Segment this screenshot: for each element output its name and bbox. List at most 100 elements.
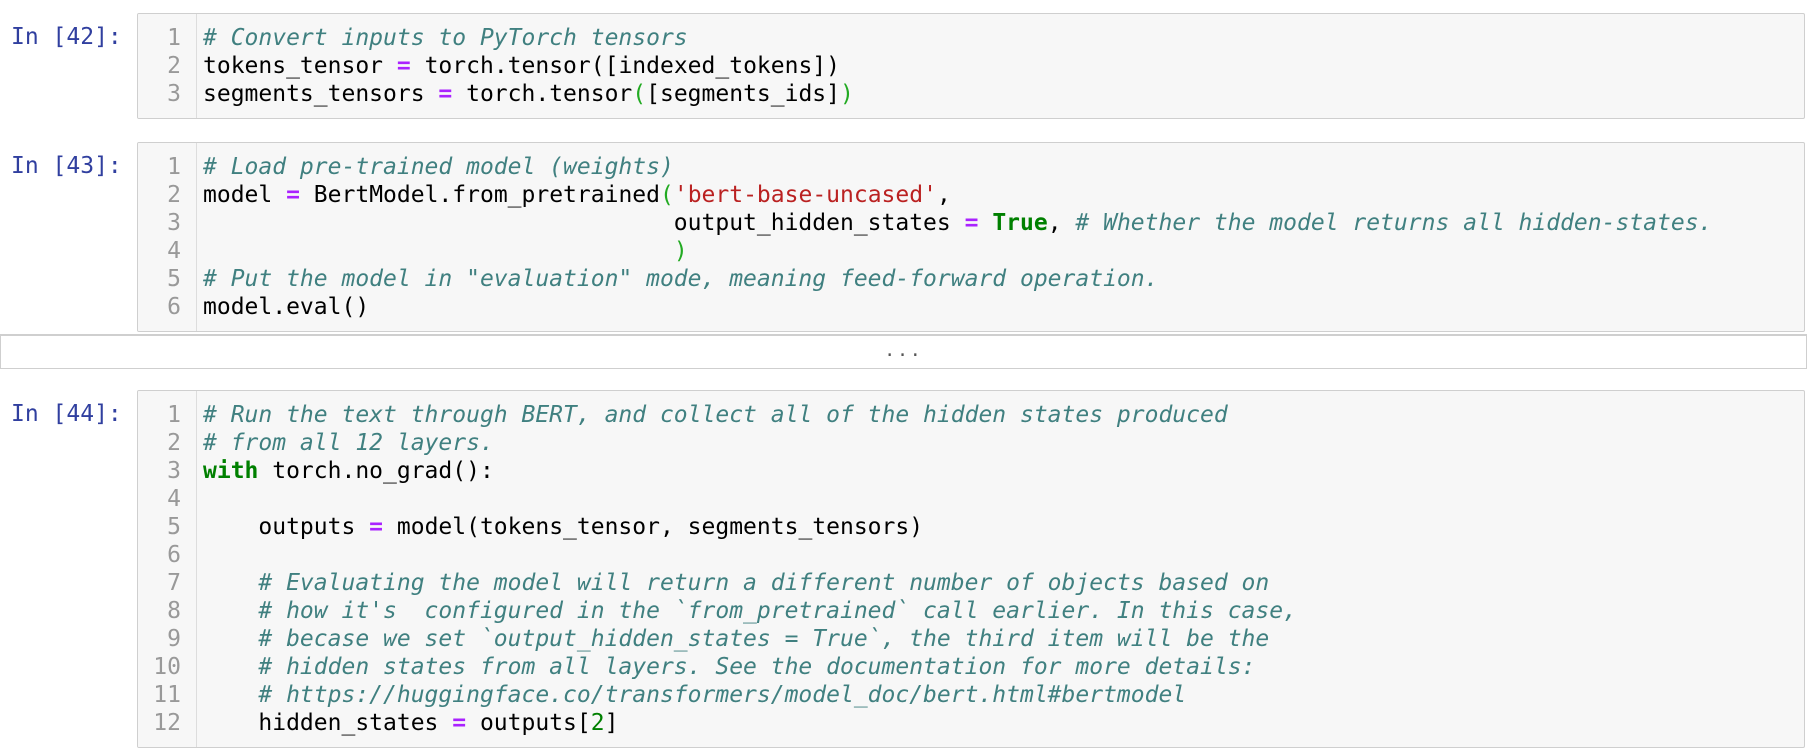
- line-number: 7: [167, 570, 181, 596]
- code-token: =: [369, 514, 384, 540]
- line-number: 2: [167, 53, 181, 79]
- code-line[interactable]: 9 # becase we set `output_hidden_states …: [138, 625, 1804, 653]
- code-line[interactable]: 7 # Evaluating the model will return a d…: [138, 569, 1804, 597]
- code-text[interactable]: ): [203, 237, 688, 265]
- code-token: torch.tensor([indexed_tokens]): [410, 53, 840, 79]
- collapsed-output-ellipsis[interactable]: ...: [884, 340, 923, 361]
- code-token: tokens_tensor: [203, 53, 397, 79]
- code-line[interactable]: 2 # from all 12 layers.: [138, 429, 1804, 457]
- code-text[interactable]: # hidden states from all layers. See the…: [203, 653, 1255, 681]
- code-token: [203, 626, 258, 652]
- code-text[interactable]: # Evaluating the model will return a dif…: [203, 569, 1269, 597]
- code-token: # from all 12 layers.: [203, 430, 494, 456]
- code-line[interactable]: 3 with torch.no_grad():: [138, 457, 1804, 485]
- code-token: with: [203, 458, 259, 484]
- code-token: BertModel.from_pretrained: [299, 182, 660, 208]
- code-token: =: [286, 182, 300, 208]
- code-line[interactable]: 12 hidden_states = outputs[2]: [138, 709, 1804, 737]
- code-text[interactable]: # Convert inputs to PyTorch tensors: [203, 24, 688, 52]
- cell-prompt: In [43]:: [11, 153, 122, 179]
- line-number: 5: [167, 266, 181, 292]
- code-line[interactable]: 1# Run the text through BERT, and collec…: [138, 401, 1804, 429]
- line-number-gutter: [138, 14, 197, 118]
- code-token: torch.no_grad():: [258, 458, 494, 484]
- code-line[interactable]: 5 outputs = model(tokens_tensor, segment…: [138, 513, 1804, 541]
- code-token: ,: [936, 182, 951, 208]
- code-line[interactable]: 4: [138, 485, 1804, 513]
- code-text[interactable]: # Load pre-trained model (weights): [203, 153, 674, 181]
- collapsed-output[interactable]: ...: [0, 334, 1807, 369]
- code-token: # Load pre-trained model (weights): [203, 154, 674, 180]
- code-lines: 1# Run the text through BERT, and collec…: [138, 391, 1804, 747]
- code-token: # Run the text through BERT, and collect…: [203, 402, 1228, 428]
- code-line[interactable]: 2 tokens_tensor = torch.tensor([indexed_t…: [138, 52, 1804, 80]
- code-line[interactable]: 11 # https://huggingface.co/transformers…: [138, 681, 1804, 709]
- code-text[interactable]: # from all 12 layers.: [203, 429, 494, 457]
- code-text[interactable]: # becase we set `output_hidden_states = …: [203, 625, 1269, 653]
- code-line[interactable]: 6: [138, 541, 1804, 569]
- code-text[interactable]: outputs = model(tokens_tensor, segments_…: [203, 513, 923, 541]
- code-text[interactable]: with torch.no_grad():: [203, 457, 494, 485]
- code-token: torch.tensor: [452, 81, 633, 107]
- code-token: True: [992, 210, 1048, 236]
- code-text[interactable]: segments_tensors = torch.tensor([segment…: [203, 80, 854, 108]
- line-number: 3: [167, 81, 181, 107]
- code-line[interactable]: 1 # Load pre-trained model (weights): [138, 153, 1804, 181]
- code-line[interactable]: 4 ): [138, 237, 1804, 265]
- code-line[interactable]: 3 segments_tensors = torch.tensor([segmen…: [138, 80, 1804, 108]
- cell-prompt: In [42]:: [11, 24, 122, 50]
- code-token: # becase we set `output_hidden_states = …: [258, 626, 1270, 652]
- code-token: # how it's configured in the `from_pretr…: [258, 598, 1297, 624]
- code-token: model: [203, 182, 287, 208]
- code-line[interactable]: 10 # hidden states from all layers. See …: [138, 653, 1804, 681]
- code-text[interactable]: # Run the text through BERT, and collect…: [203, 401, 1228, 429]
- code-line[interactable]: 8 # how it's configured in the `from_pre…: [138, 597, 1804, 625]
- cell-prompt: In [44]:: [11, 401, 122, 427]
- code-text[interactable]: hidden_states = outputs[2]: [203, 709, 618, 737]
- code-token: # Put the model in "evaluation" mode, me…: [203, 266, 1159, 292]
- code-token: ): [673, 238, 688, 264]
- code-text[interactable]: # https://huggingface.co/transformers/mo…: [203, 681, 1186, 709]
- line-number: 9: [167, 626, 181, 652]
- code-token: =: [964, 210, 979, 236]
- code-text[interactable]: model = BertModel.from_pretrained('bert-…: [203, 181, 951, 209]
- code-token: segments_tensors: [203, 81, 439, 107]
- code-token: # Evaluating the model will return a dif…: [258, 570, 1270, 596]
- code-token: =: [396, 53, 411, 79]
- code-token: (: [659, 182, 674, 208]
- line-number: 1: [167, 154, 181, 180]
- code-token: hidden_states: [203, 710, 453, 736]
- line-number: 8: [167, 598, 181, 624]
- code-token: ,: [1047, 210, 1076, 236]
- code-line[interactable]: 3 output_hidden_states = True, # Whether…: [138, 209, 1804, 237]
- code-token: [203, 682, 258, 708]
- line-number-gutter: [138, 391, 197, 747]
- line-number: 6: [167, 542, 181, 568]
- code-line[interactable]: 5 # Put the model in "evaluation" mode, m…: [138, 265, 1804, 293]
- code-text[interactable]: model.eval(): [203, 293, 369, 321]
- code-token: [203, 598, 258, 624]
- line-number: 10: [153, 654, 181, 680]
- code-token: # https://huggingface.co/transformers/mo…: [258, 682, 1187, 708]
- code-text[interactable]: output_hidden_states = True, # Whether t…: [203, 209, 1713, 237]
- line-number: 4: [167, 238, 181, 264]
- code-token: # Convert inputs to PyTorch tensors: [203, 25, 688, 51]
- code-token: 2: [590, 710, 605, 736]
- code-token: output_hidden_states: [203, 210, 965, 236]
- line-number: 4: [167, 486, 181, 512]
- code-token: # Whether the model returns all hidden-s…: [1075, 210, 1713, 236]
- code-token: [978, 210, 992, 236]
- code-text[interactable]: tokens_tensor = torch.tensor([indexed_to…: [203, 52, 840, 80]
- code-text[interactable]: # Put the model in "evaluation" mode, me…: [203, 265, 1158, 293]
- line-number: 3: [167, 458, 181, 484]
- code-text[interactable]: # how it's configured in the `from_pretr…: [203, 597, 1297, 625]
- code-editor[interactable]: 1# Run the text through BERT, and collec…: [137, 390, 1805, 748]
- line-number: 2: [167, 430, 181, 456]
- code-line[interactable]: 1# Convert inputs to PyTorch tensors: [138, 24, 1804, 52]
